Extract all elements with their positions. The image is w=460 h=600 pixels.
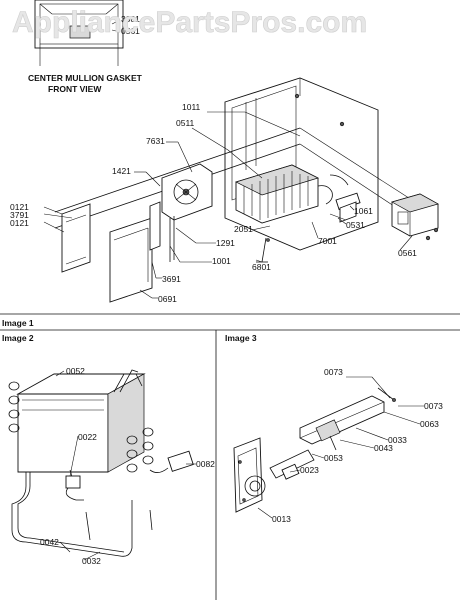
callout-0121-a: 0121 — [10, 202, 29, 212]
callout-7001: 7001 — [318, 236, 337, 246]
callout-1001: 1001 — [212, 256, 231, 266]
image3-title: Image 3 — [225, 333, 257, 343]
image2-evaporator — [8, 369, 194, 557]
callout-1291: 1291 — [216, 238, 235, 248]
callout-3791: 3791 — [10, 210, 29, 220]
image3-auger-motor — [233, 387, 396, 513]
callout-0043: 0043 — [374, 443, 393, 453]
callout-0511: 0511 — [176, 118, 195, 128]
callout-0053: 0053 — [324, 453, 343, 463]
callout-0691: 0691 — [158, 294, 177, 304]
callout-0052: 0052 — [66, 366, 85, 376]
image1-leaders — [43, 111, 413, 299]
callout-1421: 1421 — [112, 166, 131, 176]
callout-0063: 0063 — [420, 419, 439, 429]
callout-0082: 0082 — [196, 459, 215, 469]
callout-0073-right: 0073 — [424, 401, 443, 411]
callout-0121-b: 0121 — [10, 218, 29, 228]
callout-0033: 0033 — [388, 435, 407, 445]
image3-leaders — [257, 376, 424, 519]
gasket-label-0561: 0561 — [121, 26, 140, 36]
watermark: AppliancePartsPros.com — [12, 6, 367, 39]
gasket-front-view — [34, 0, 124, 66]
callout-0023: 0023 — [300, 465, 319, 475]
image2-leaders — [55, 370, 196, 561]
callout-0531: 0531 — [346, 220, 365, 230]
callout-3691: 3691 — [162, 274, 181, 284]
gasket-label-3081: 3081 — [121, 14, 140, 24]
callout-0013: 0013 — [272, 514, 291, 524]
callout-0073-top: 0073 — [324, 367, 343, 377]
gasket-caption-line2: FRONT VIEW — [48, 84, 102, 94]
callout-2051: 2051 — [234, 224, 253, 234]
callout-0022: 0022 — [78, 432, 97, 442]
image1-assembly — [54, 77, 439, 303]
callout-6801: 6801 — [252, 262, 271, 272]
image2-title: Image 2 — [2, 333, 34, 343]
callout-0032: 0032 — [82, 556, 101, 566]
callout-0042: 0042 — [40, 537, 59, 547]
callout-7631: 7631 — [146, 136, 165, 146]
callout-0561: 0561 — [398, 248, 417, 258]
callout-1011: 1011 — [182, 102, 201, 112]
image1-title: Image 1 — [2, 318, 34, 328]
callout-1061: 1061 — [354, 206, 373, 216]
gasket-caption-line1: CENTER MULLION GASKET — [28, 73, 143, 83]
